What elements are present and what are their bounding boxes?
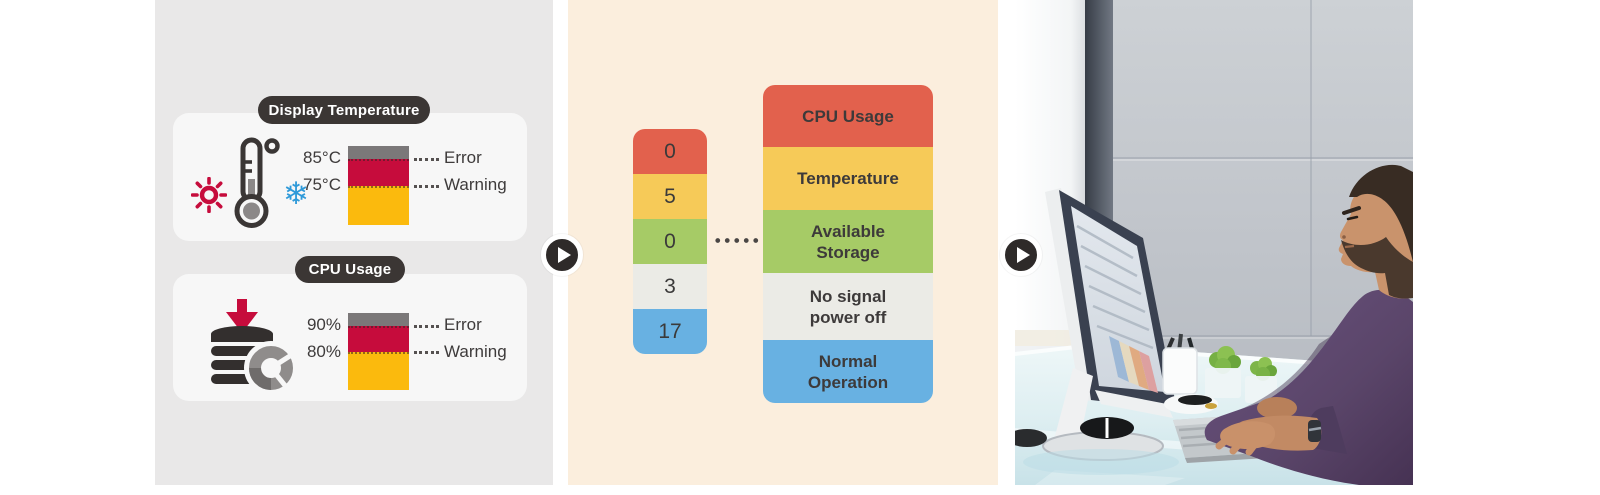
office-photo-illustration bbox=[1015, 0, 1413, 485]
person-beard bbox=[1341, 237, 1413, 299]
status-row-temperature: Temperature bbox=[763, 147, 933, 210]
cpu-usage-icons bbox=[199, 296, 299, 396]
person-hand bbox=[1220, 421, 1276, 450]
display-temperature-badge-label: Display Temperature bbox=[268, 101, 420, 119]
cpu-error-label: Error bbox=[444, 315, 482, 334]
next-arrow-button-2[interactable] bbox=[1000, 234, 1042, 276]
bar-segment-warning bbox=[348, 352, 409, 390]
plant-graphic-2 bbox=[1245, 357, 1277, 403]
warning-leader-line bbox=[414, 351, 439, 354]
monitor-stand bbox=[1055, 368, 1093, 444]
cpu-usage-card: 90% 80% Error Warning bbox=[173, 274, 527, 401]
count-cell-normal: 17 bbox=[633, 309, 707, 354]
desk-gadget-graphic bbox=[1164, 394, 1218, 414]
display-temperature-badge: Display Temperature bbox=[258, 96, 430, 124]
error-leader-line bbox=[414, 325, 439, 328]
count-cell-storage: 0 bbox=[633, 219, 707, 264]
thermometer-icon bbox=[234, 137, 280, 228]
display-temperature-card: ❄ 85°C 75°C Error Warning bbox=[173, 113, 527, 241]
cpu-usage-badge: CPU Usage bbox=[295, 256, 405, 283]
window-sill bbox=[1015, 330, 1085, 346]
cpu-error-value: 90% bbox=[306, 315, 341, 334]
mouse-graphic bbox=[1015, 429, 1047, 447]
spreadsheet-rows bbox=[1076, 224, 1154, 350]
cpu-warning-value: 80% bbox=[306, 342, 341, 361]
snowflake-icon: ❄ bbox=[283, 176, 309, 212]
thresholds-panel: Display Temperature bbox=[155, 0, 553, 485]
person-graphic bbox=[1204, 164, 1413, 485]
office-photo bbox=[1015, 0, 1413, 485]
play-arrow-icon bbox=[1016, 247, 1030, 263]
person-eye bbox=[1346, 215, 1359, 221]
next-arrow-button-1[interactable] bbox=[541, 234, 583, 276]
plant-graphic bbox=[1205, 346, 1241, 398]
cpu-warning-label: Warning bbox=[444, 342, 507, 361]
bar-segment-gray bbox=[348, 313, 409, 326]
person-eyebrow bbox=[1342, 206, 1361, 215]
bar-segment-error bbox=[348, 159, 409, 186]
temperature-error-value: 85°C bbox=[303, 148, 341, 167]
cpu-usage-badge-label: CPU Usage bbox=[308, 261, 392, 278]
count-cell-cpu: 0 bbox=[633, 129, 707, 174]
count-cell-temperature: 5 bbox=[633, 174, 707, 219]
status-row-cpu-usage: CPU Usage bbox=[763, 85, 933, 147]
donut-chart-icon bbox=[244, 341, 298, 395]
monitor-graphic bbox=[1023, 188, 1179, 475]
temperature-icons: ❄ bbox=[189, 137, 315, 231]
bar-segment-warning bbox=[348, 186, 409, 225]
status-table-panel: 0 5 0 3 17 CPU Usage Temperature Availab… bbox=[568, 0, 998, 485]
person-watch bbox=[1308, 420, 1321, 442]
play-arrow-icon bbox=[557, 247, 571, 263]
temperature-error-label: Error bbox=[444, 148, 482, 167]
pen-cup-graphic bbox=[1162, 333, 1198, 395]
person-fingers bbox=[1215, 434, 1259, 456]
count-cell-nosignal: 3 bbox=[633, 264, 707, 309]
status-row-normal-operation: Normal Operation bbox=[763, 340, 933, 403]
person-hand-far bbox=[1257, 397, 1297, 419]
person-hair bbox=[1349, 164, 1413, 262]
temperature-warning-label: Warning bbox=[444, 175, 507, 194]
status-row-available-storage: Available Storage bbox=[763, 210, 933, 273]
status-legend-table: CPU Usage Temperature Available Storage … bbox=[763, 85, 933, 403]
storage-download-icon bbox=[211, 299, 298, 395]
bar-segment-gray bbox=[348, 146, 409, 159]
person-lips bbox=[1344, 244, 1355, 249]
error-leader-line bbox=[414, 158, 439, 161]
warning-leader-line bbox=[414, 185, 439, 188]
dotted-connector bbox=[713, 236, 760, 245]
bar-segment-error bbox=[348, 326, 409, 352]
temperature-warning-value: 75°C bbox=[303, 175, 341, 194]
cpu-threshold-bar bbox=[348, 313, 409, 390]
status-row-no-signal: No signal power off bbox=[763, 273, 933, 340]
screen-chart-band bbox=[1109, 336, 1158, 393]
status-counts-table: 0 5 0 3 17 bbox=[633, 129, 707, 354]
sun-icon bbox=[191, 177, 227, 213]
temperature-threshold-bar bbox=[348, 146, 409, 225]
